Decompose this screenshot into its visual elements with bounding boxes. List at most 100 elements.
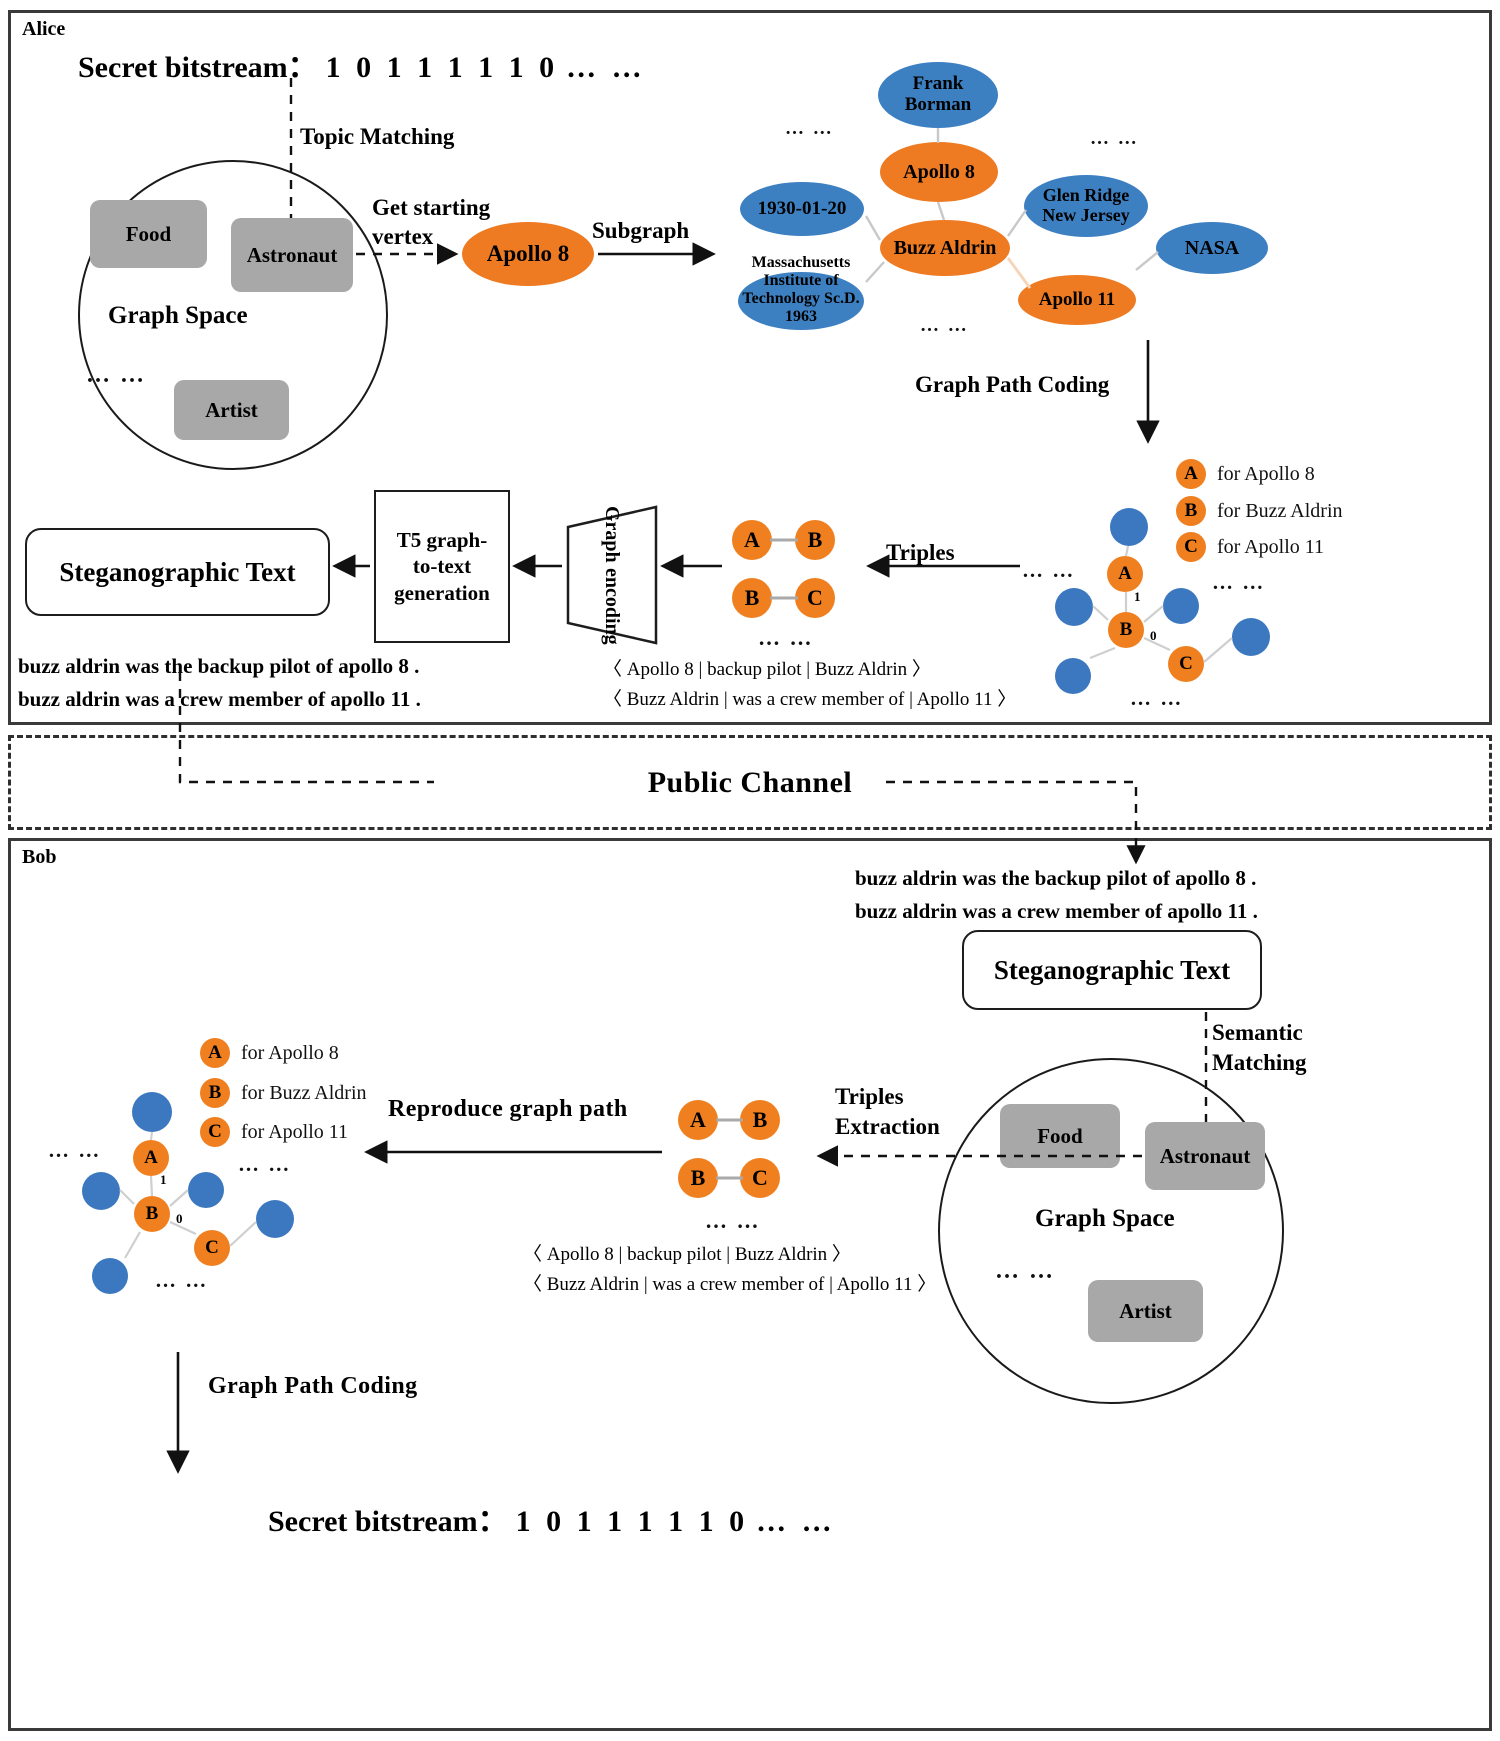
label-get-starting-vertex-line2: vertex bbox=[372, 224, 434, 250]
triple-pairs-ellipsis-bob: … … bbox=[705, 1208, 761, 1233]
label-topic-matching: Topic Matching bbox=[300, 124, 455, 149]
topic-food-alice[interactable]: Food bbox=[90, 200, 207, 268]
kg-node-label: Frank Borman bbox=[904, 73, 972, 115]
path-aux-node-1 bbox=[1110, 508, 1148, 546]
kg-ellipsis-left: … … bbox=[785, 118, 834, 139]
triples-text-bob: 〈 Apollo 8 | backup pilot | Buzz Aldrin … bbox=[523, 1240, 936, 1301]
legend-node-b: B bbox=[200, 1078, 230, 1108]
graph-space-title-bob: Graph Space bbox=[1035, 1205, 1175, 1232]
t5-line1: T5 graph- bbox=[396, 528, 488, 553]
stego-sentences-bob: buzz aldrin was the backup pilot of apol… bbox=[855, 862, 1258, 927]
kg-node-label: NASA bbox=[1184, 237, 1240, 259]
secret-bitstream-bottom: Secret bitstream：1 0 1 1 1 1 1 0… … bbox=[268, 1496, 836, 1540]
topic-artist-bob[interactable]: Artist bbox=[1088, 1280, 1203, 1342]
path-edge-bit-1-alice: 1 bbox=[1134, 589, 1141, 604]
legend-text-b: for Buzz Aldrin bbox=[1217, 499, 1343, 522]
steganographic-text-box-alice: Steganographic Text bbox=[25, 528, 330, 616]
kg-node-apollo-11: Apollo 11 bbox=[1018, 275, 1136, 325]
topic-astronaut-alice[interactable]: Astronaut bbox=[231, 218, 353, 292]
steganographic-text-box-bob: Steganographic Text bbox=[962, 930, 1262, 1010]
stego-line-2: buzz aldrin was a crew member of apollo … bbox=[18, 686, 421, 711]
legend-row-a-alice: A for Apollo 8 bbox=[1176, 459, 1315, 489]
graph-encoding-text-l1: Graph bbox=[601, 505, 623, 563]
graph-space-circle-bob bbox=[938, 1058, 1284, 1404]
path-aux-node-5 bbox=[1232, 618, 1270, 656]
secret-bitstream-label: Secret bitstream： bbox=[78, 51, 318, 84]
path-edge-bit-1-bob: 1 bbox=[160, 1172, 167, 1187]
path-aux-node-4-bob bbox=[92, 1258, 128, 1294]
label-subgraph: Subgraph bbox=[592, 218, 690, 243]
stego-sentences-alice: buzz aldrin was the backup pilot of apol… bbox=[18, 650, 421, 715]
kg-node-label: Apollo 8 bbox=[903, 161, 975, 183]
path-ellipsis-bottom-alice: … … bbox=[1130, 686, 1184, 710]
triple-pair-1-from-bob: A bbox=[678, 1100, 718, 1140]
path-ellipsis-left-bob: … … bbox=[48, 1138, 102, 1162]
secret-bitstream-bits: 1 0 1 1 1 1 1 0 bbox=[325, 51, 559, 84]
path-aux-node-3 bbox=[1163, 588, 1199, 624]
kg-node-label: Glen Ridge New Jersey bbox=[1042, 185, 1130, 225]
label-semantic-matching-line1: Semantic bbox=[1212, 1020, 1303, 1045]
public-channel-label: Public Channel bbox=[647, 766, 853, 799]
kg-node-mit: Massachusetts Institute of Technology Sc… bbox=[738, 254, 864, 330]
topic-artist-alice[interactable]: Artist bbox=[174, 380, 289, 440]
stego-line-1: buzz aldrin was the backup pilot of apol… bbox=[18, 654, 420, 678]
t5-generation-box: T5 graph- to-text generation bbox=[374, 490, 510, 643]
path-aux-node-3-bob bbox=[188, 1172, 224, 1208]
graph-encoding-label: Graph encoding bbox=[566, 505, 658, 645]
kg-node-apollo-8: Apollo 8 bbox=[880, 142, 998, 202]
graph-encoding-text-l2: encoding bbox=[601, 567, 623, 645]
path-aux-node-2-bob bbox=[82, 1172, 120, 1210]
secret-bitstream-ellipsis: … … bbox=[756, 1505, 836, 1538]
secret-bitstream-bits: 1 0 1 1 1 1 1 0 bbox=[515, 1505, 749, 1538]
path-aux-node-1-bob bbox=[132, 1092, 172, 1132]
triple-line-2: 〈 Buzz Aldrin | was a crew member of | A… bbox=[523, 1274, 937, 1296]
path-node-a-alice: A bbox=[1107, 556, 1143, 592]
label-semantic-matching-line2: Matching bbox=[1212, 1049, 1307, 1075]
label-reproduce-graph-path: Reproduce graph path bbox=[388, 1096, 628, 1122]
legend-text-b: for Buzz Aldrin bbox=[241, 1081, 367, 1104]
graph-space-ellipsis-alice: … … bbox=[86, 362, 146, 388]
path-node-b-bob: B bbox=[134, 1196, 170, 1232]
path-node-c-alice: C bbox=[1168, 646, 1204, 682]
topic-astronaut-bob[interactable]: Astronaut bbox=[1145, 1122, 1265, 1190]
triple-pair-1-to-alice: B bbox=[795, 520, 835, 560]
stego-line-1: buzz aldrin was the backup pilot of apol… bbox=[855, 866, 1257, 890]
graph-encoding-shape bbox=[566, 505, 658, 645]
topic-food-bob[interactable]: Food bbox=[1000, 1104, 1120, 1168]
graph-space-ellipsis-bob: … … bbox=[995, 1258, 1055, 1284]
label-triples-extraction-line1: Triples bbox=[835, 1084, 904, 1109]
legend-text-c: for Apollo 11 bbox=[241, 1120, 349, 1143]
legend-node-c: C bbox=[1176, 532, 1206, 562]
path-node-c-bob: C bbox=[194, 1230, 230, 1266]
alice-label: Alice bbox=[22, 18, 66, 40]
legend-row-b-alice: B for Buzz Aldrin bbox=[1176, 496, 1343, 526]
secret-bitstream-ellipsis: … … bbox=[566, 51, 646, 84]
legend-row-b-bob: B for Buzz Aldrin bbox=[200, 1078, 367, 1108]
legend-row-c-bob: C for Apollo 11 bbox=[200, 1117, 348, 1147]
legend-node-b: B bbox=[1176, 496, 1206, 526]
legend-row-c-alice: C for Apollo 11 bbox=[1176, 532, 1324, 562]
secret-bitstream-top: Secret bitstream：1 0 1 1 1 1 1 0… … bbox=[78, 42, 646, 86]
triple-pair-1-to-bob: B bbox=[740, 1100, 780, 1140]
triple-pair-2-to-bob: C bbox=[740, 1158, 780, 1198]
path-edge-bit-0-alice: 0 bbox=[1150, 628, 1157, 643]
triple-line-1: 〈 Apollo 8 | backup pilot | Buzz Aldrin … bbox=[603, 659, 931, 680]
path-edge-bit-0-bob: 0 bbox=[176, 1211, 183, 1226]
t5-line3: generation bbox=[394, 580, 490, 605]
kg-node-label: 1930-01-20 bbox=[757, 197, 847, 219]
label-get-starting-vertex: Get starting vertex bbox=[372, 193, 490, 252]
triples-text-alice: 〈 Apollo 8 | backup pilot | Buzz Aldrin … bbox=[603, 655, 1016, 716]
graph-space-title-alice: Graph Space bbox=[108, 302, 248, 329]
label-graph-path-coding-alice: Graph Path Coding bbox=[915, 372, 1110, 397]
path-node-a-bob: A bbox=[133, 1140, 169, 1176]
legend-node-a: A bbox=[200, 1038, 230, 1068]
triple-pair-1-from-alice: A bbox=[732, 520, 772, 560]
path-ellipsis-bottom-bob: … … bbox=[155, 1268, 209, 1292]
label-triples-extraction-line2: Extraction bbox=[835, 1113, 940, 1139]
secret-bitstream-label: Secret bitstream： bbox=[268, 1505, 508, 1538]
kg-node-glen-ridge: Glen Ridge New Jersey bbox=[1024, 175, 1148, 237]
t5-line2: to-text bbox=[412, 554, 472, 579]
legend-text-a: for Apollo 8 bbox=[241, 1041, 339, 1064]
path-aux-node-4 bbox=[1055, 658, 1091, 694]
